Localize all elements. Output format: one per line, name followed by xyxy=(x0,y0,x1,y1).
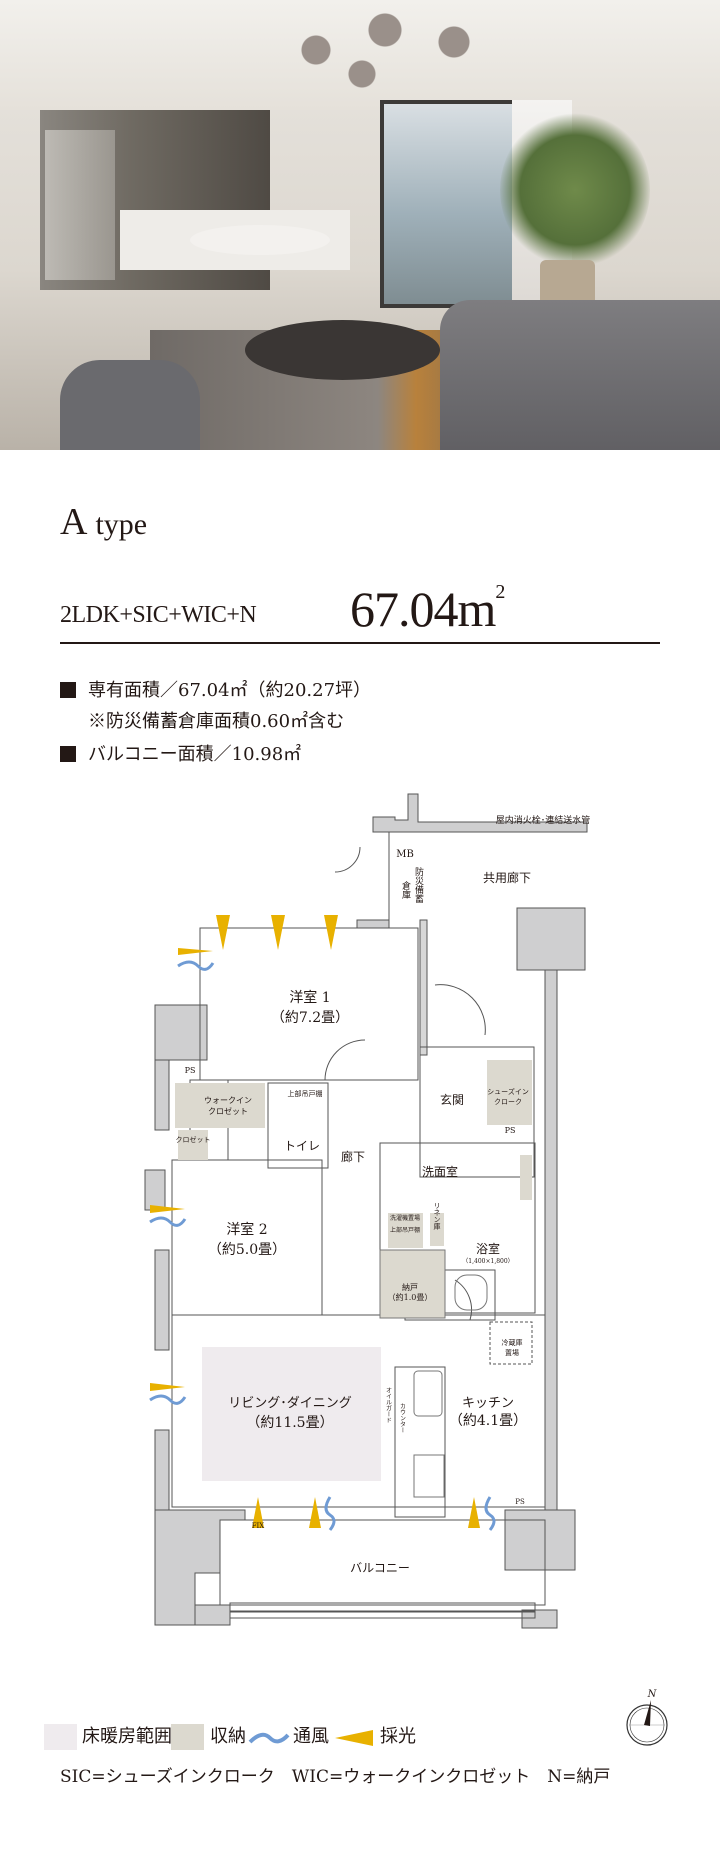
walls xyxy=(144,793,588,1629)
legend-daylight: 採光 xyxy=(380,1726,416,1747)
legend-floor-heating: 床暖房範囲 xyxy=(82,1726,172,1747)
sofa xyxy=(440,300,720,450)
label-kitchen-size: （約4.1畳） xyxy=(449,1413,527,1429)
label-balcony: バルコニー xyxy=(350,1561,410,1575)
label-closet-n-size: （約1.0畳） xyxy=(388,1292,433,1302)
label-western-room-2: 洋室 2 xyxy=(226,1221,267,1238)
bullet-square-icon xyxy=(60,682,76,698)
interior-photo xyxy=(0,0,720,450)
label-western-room-1-size: （約7.2畳） xyxy=(271,1010,349,1026)
label-fix: FIX xyxy=(252,1522,265,1530)
label-oil-guard: オイルガード xyxy=(385,1387,392,1423)
label-western-room-1: 洋室 1 xyxy=(289,989,330,1006)
chandelier xyxy=(270,10,500,90)
label-ps-3: PS xyxy=(515,1498,525,1506)
label-washroom: 洗面室 xyxy=(422,1164,458,1179)
label-sic-2: クローク xyxy=(494,1098,522,1106)
divider xyxy=(60,642,660,644)
compass-north-label: N xyxy=(647,1689,658,1700)
label-hydrant: 屋内消火栓･連結送水管 xyxy=(496,814,591,826)
kitchen-fixtures xyxy=(413,1274,488,1498)
label-common-corridor: 共用廊下 xyxy=(483,870,531,885)
daylight-markers xyxy=(150,915,480,1528)
label-bath-size: （1,400×1,800） xyxy=(462,1258,513,1265)
label-wic-1: ウォークイン xyxy=(204,1096,252,1105)
label-mb: MB xyxy=(396,849,414,860)
bullet-square-icon xyxy=(60,746,76,762)
floor-heating-area xyxy=(202,1347,381,1481)
label-ps-1: PS xyxy=(185,1066,196,1075)
label-sic-1: シューズイン xyxy=(487,1087,529,1096)
label-upper-cabinet-2: 上部吊戸棚 xyxy=(390,1226,420,1234)
label-ps-2: PS xyxy=(505,1126,516,1135)
abbreviation-note: SIC=シューズインクローク WIC=ウォークインクロゼット N=納戸 xyxy=(60,1767,611,1787)
ventilation-markers xyxy=(149,960,496,1531)
spec-balcony-area: バルコニー面積／10.98㎡ xyxy=(60,740,301,766)
layout-label: 2LDK+SIC+WIC+N xyxy=(60,602,257,628)
label-western-room-2-size: （約5.0畳） xyxy=(208,1242,286,1258)
label-bath: 浴室 xyxy=(476,1241,500,1256)
ventilation-legend-icon xyxy=(248,1732,290,1744)
label-washer: 洗濯機置場 xyxy=(390,1214,420,1222)
label-linen: リネン庫 xyxy=(433,1202,441,1231)
label-fridge-2: 置場 xyxy=(505,1348,519,1357)
label-fridge-1: 冷蔵庫 xyxy=(502,1338,523,1347)
label-kitchen: キッチン xyxy=(462,1396,514,1411)
legend-storage: 収納 xyxy=(210,1726,246,1747)
storage-areas xyxy=(175,1060,532,1319)
storage-legend-swatch xyxy=(171,1724,204,1750)
label-counter: カウンター xyxy=(399,1403,406,1433)
label-hallway: 廊下 xyxy=(341,1149,365,1164)
spec-exclusive-area: 専有面積／67.04㎡（約20.27坪） xyxy=(60,676,371,702)
daylight-legend-icon xyxy=(335,1730,373,1746)
label-toilet: トイレ xyxy=(284,1139,320,1153)
label-living-dining: リビング･ダイニング xyxy=(228,1396,352,1411)
room-outlines xyxy=(171,846,546,1619)
legend-ventilation: 通風 xyxy=(293,1726,329,1747)
dining-table xyxy=(190,225,330,255)
floor-heating-legend-swatch xyxy=(44,1724,77,1750)
label-living-dining-size: （約11.5畳） xyxy=(246,1415,333,1431)
compass-icon: N xyxy=(626,1689,668,1746)
ottoman xyxy=(60,360,200,450)
label-upper-cabinet: 上部吊戸棚 xyxy=(288,1089,323,1098)
label-entrance: 玄関 xyxy=(440,1092,464,1107)
window xyxy=(380,100,518,308)
label-wic-2: クロゼット xyxy=(208,1106,248,1116)
label-storage-1: 防災備蓄 xyxy=(413,866,424,904)
label-closet-n: 納戸 xyxy=(402,1282,418,1292)
coffee-table xyxy=(245,320,440,380)
plant xyxy=(500,110,650,270)
spec-note: ※防災備蓄倉庫面積0.60㎡含む xyxy=(88,711,345,732)
label-closet: クロゼット xyxy=(176,1135,211,1144)
label-storage-2: 倉庫 xyxy=(400,880,411,900)
area-total: 67.04m2 xyxy=(350,581,505,637)
